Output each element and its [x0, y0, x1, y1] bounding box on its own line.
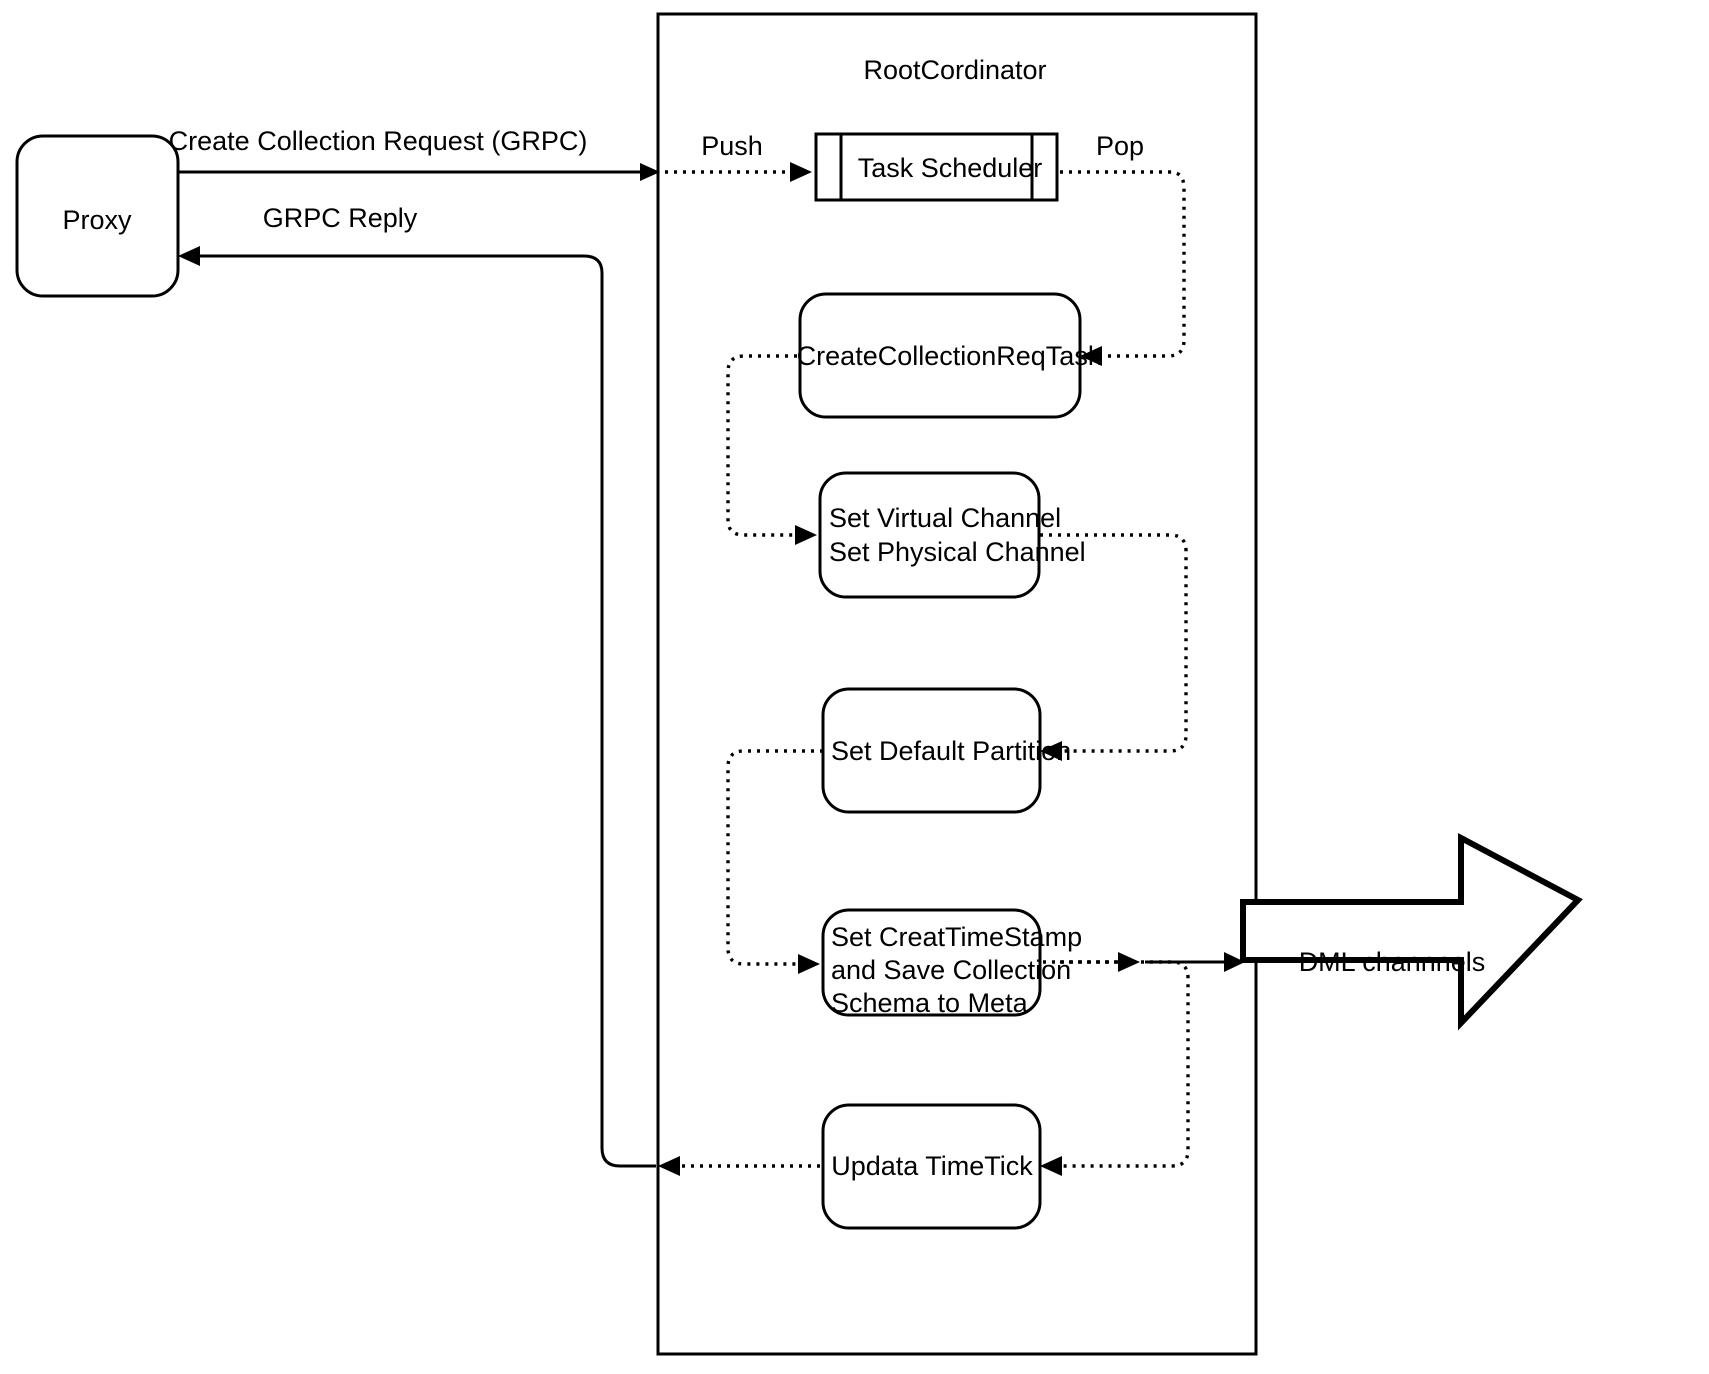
node-create-collection-req-task[interactable]	[798, 292, 1082, 419]
edge-timestamp-to-timetick	[1060, 960, 1190, 1168]
edge-partition-to-timestamp-arrowhead	[798, 954, 820, 974]
edge-label-grpc-reply: GRPC Reply	[263, 203, 418, 233]
edge-channels-to-partition-arrowhead	[1040, 741, 1062, 761]
node-set-channels-label-line1: Set Virtual Channel	[829, 503, 1061, 533]
node-set-create-timestamp-label-line2: and Save Collection	[831, 955, 1071, 985]
edge-label-pop: Pop	[1096, 131, 1144, 161]
node-update-timetick-label: Updata TimeTick	[831, 1151, 1033, 1181]
node-task-scheduler-label: Task Scheduler	[858, 153, 1043, 183]
node-set-default-partition-label: Set Default Partition	[831, 736, 1071, 766]
edge-grpc-reply-arrowhead	[178, 246, 200, 266]
node-set-channels-label-line2: Set Physical Channel	[829, 537, 1086, 567]
node-set-create-timestamp-label-line1: Set CreatTimeStamp	[831, 922, 1082, 952]
node-dml-channels-label: DML channnels	[1299, 947, 1486, 977]
node-set-create-timestamp-label-line3: Schema to Meta	[831, 988, 1029, 1018]
edge-timetick-to-boundary-arrowhead	[658, 1156, 680, 1176]
edge-timestamp-to-dml-arrowhead-outer	[1224, 952, 1245, 972]
edge-grpc-reply	[195, 254, 656, 1168]
edge-task-to-channels	[726, 354, 797, 537]
edge-channels-to-partition	[1040, 533, 1188, 753]
node-task-scheduler[interactable]	[814, 132, 1059, 202]
edge-push-arrowhead	[790, 162, 812, 182]
edge-label-create-collection-request: Create Collection Request (GRPC)	[169, 126, 588, 156]
node-proxy-label: Proxy	[62, 205, 132, 235]
edge-pop-arrowhead	[1080, 346, 1102, 366]
node-create-collection-req-task-label: CreateCollectionReqTask	[797, 341, 1102, 371]
edge-timestamp-to-dml-arrowhead-inner	[1118, 952, 1140, 972]
node-set-channels[interactable]	[818, 471, 1041, 599]
node-set-create-timestamp[interactable]	[821, 908, 1042, 1017]
edge-create-collection-request-arrowhead	[640, 163, 660, 181]
edge-timestamp-to-timetick-arrowhead	[1040, 1156, 1062, 1176]
edge-task-to-channels-arrowhead	[795, 525, 817, 545]
node-proxy[interactable]	[15, 134, 180, 298]
rootcoordinator-title: RootCordinator	[863, 55, 1046, 85]
edge-label-push: Push	[701, 131, 763, 161]
node-dml-channels[interactable]	[1240, 833, 1583, 1031]
node-update-timetick[interactable]	[821, 1103, 1042, 1230]
